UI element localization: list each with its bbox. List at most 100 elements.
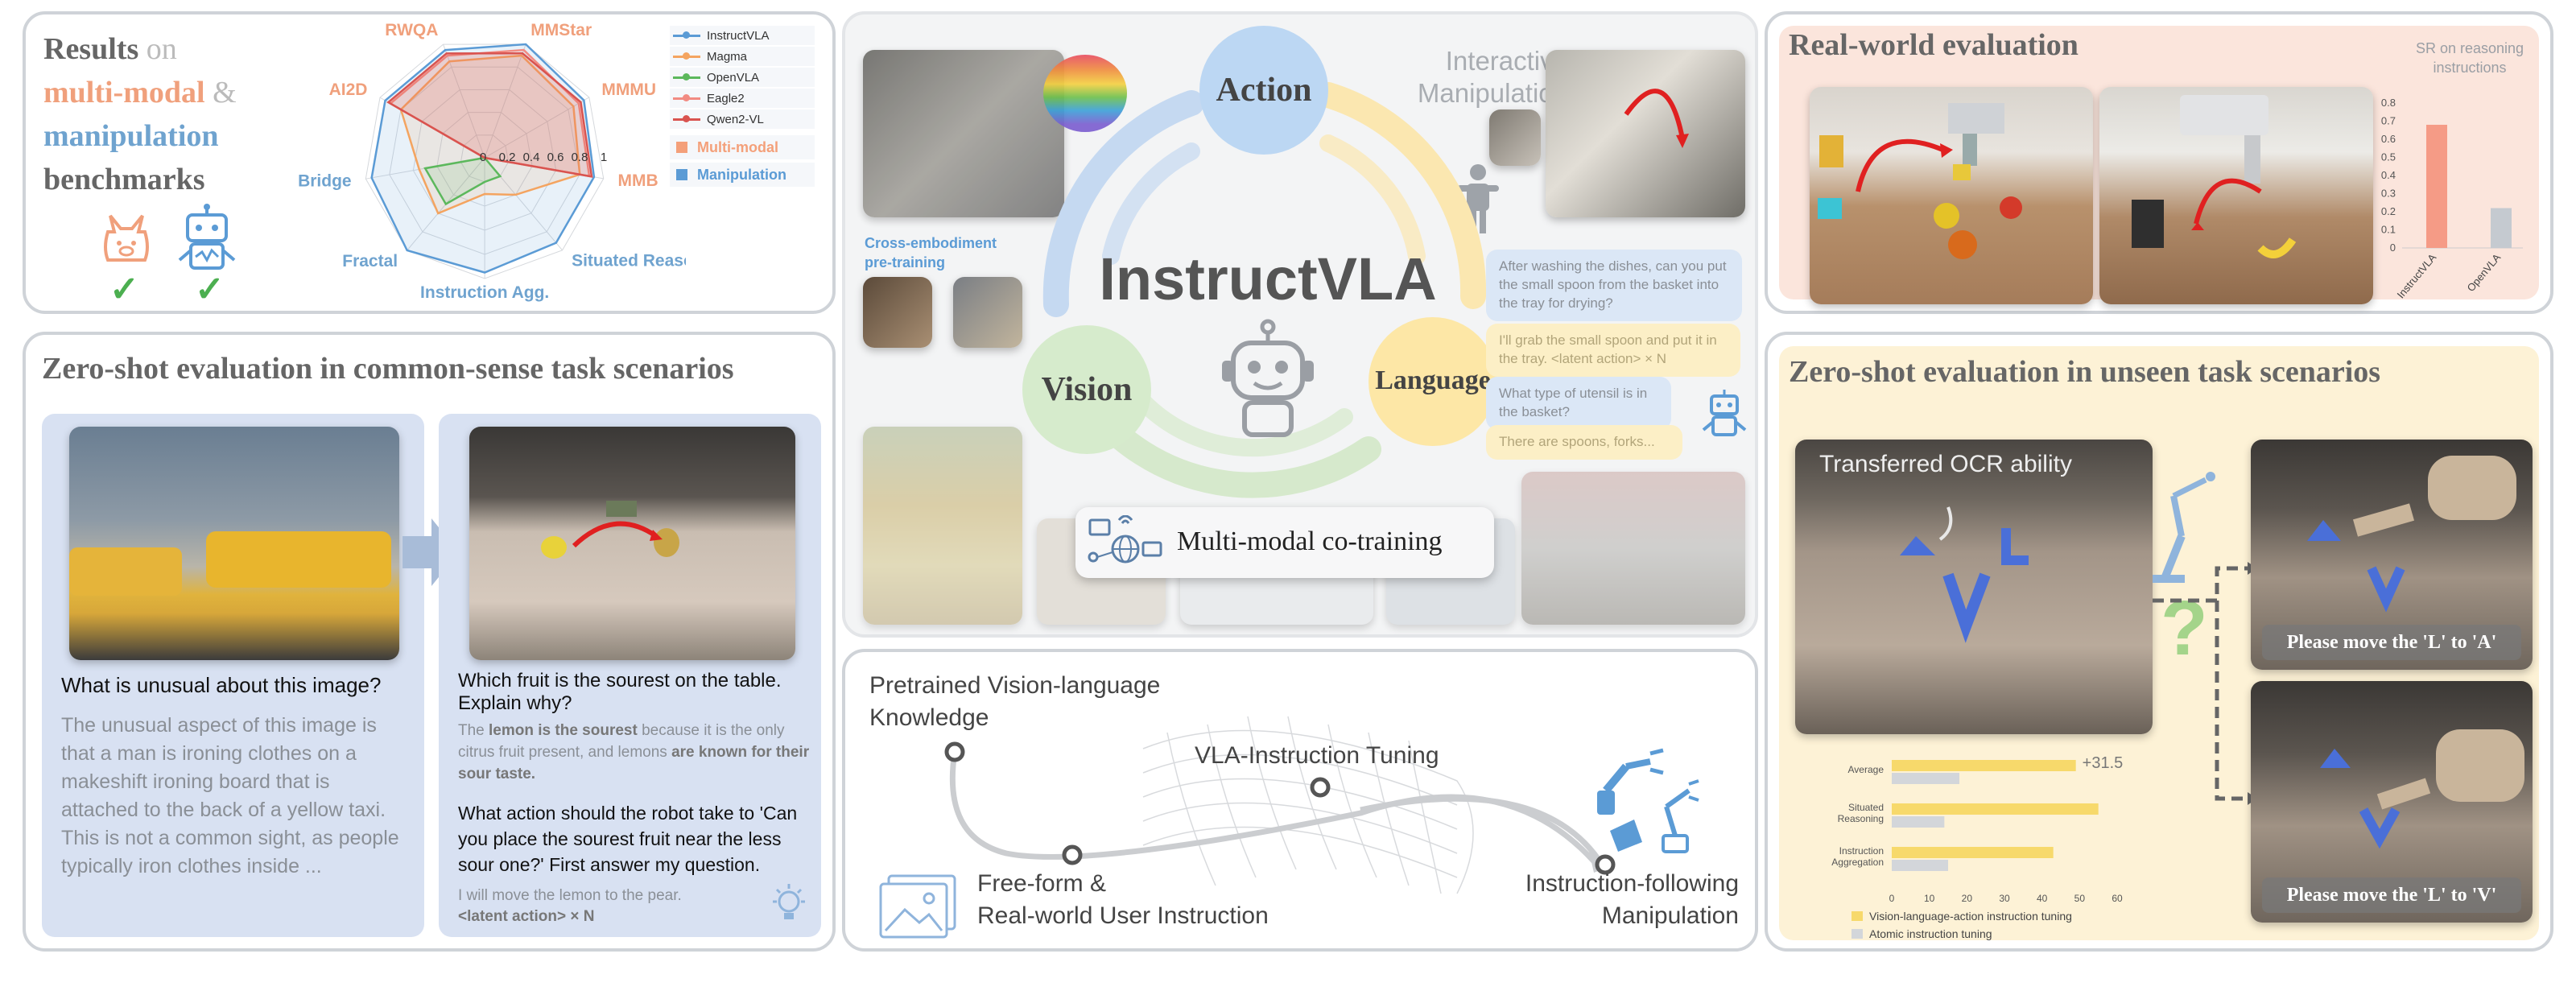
sr-y-tick: 0.4: [2381, 169, 2396, 181]
chat-bubble-user-1: After washing the dishes, can you put th…: [1486, 250, 1742, 321]
earth-globe-icon: [1043, 55, 1127, 132]
sr-bar: [2426, 125, 2447, 248]
hbar-x-tick: 20: [1962, 893, 1973, 904]
answer-3-latent: <latent action> × N: [458, 908, 595, 925]
sunflowers-image: [863, 427, 1022, 625]
robot-thumb-2: [953, 277, 1022, 348]
radar-axis-label: RWQA: [385, 21, 438, 39]
realworld-panel: Real-world evaluation SR on reasoning in…: [1765, 11, 2553, 314]
hbar-x-tick: 10: [1924, 893, 1935, 904]
pipeline-diagram: [944, 716, 1616, 894]
small-robot-icon: [1702, 390, 1747, 436]
results-panel: Results on multi-modal & manipulation be…: [23, 11, 836, 314]
radar-tick: 1: [601, 151, 607, 164]
hbar-category-label: Average: [1848, 764, 1885, 775]
legend-group: Manipulation: [670, 163, 815, 187]
chat-bubble-user-2: What type of utensil is in the basket?: [1486, 377, 1671, 430]
answer-2-bold: lemon is the sourest: [489, 722, 638, 739]
sr-y-tick: 0.1: [2381, 224, 2396, 236]
radar-tick: 0.6: [547, 151, 564, 164]
question-3: What action should the robot take to 'Ca…: [458, 803, 798, 875]
sr-y-tick: 0.3: [2381, 188, 2396, 200]
legend-label: InstructVLA: [707, 28, 770, 43]
radar-axis-label: Instruction Agg.: [420, 283, 549, 302]
hbar-x-tick: 0: [1889, 893, 1895, 904]
hbar-delta-label: +31.5: [2083, 754, 2124, 772]
hbar-category-label: Situated: [1848, 802, 1884, 813]
cotraining-label: Multi-modal co-training: [1177, 526, 1443, 556]
hbar-bar: [1892, 847, 2054, 858]
question-1: What is unusual about this image?: [61, 673, 382, 697]
results-on: on: [146, 32, 177, 66]
hbar-legend-label: Atomic instruction tuning: [1869, 927, 1992, 940]
center-panel: Cross-embodiment pre-training Interactiv…: [842, 11, 1758, 638]
radar-series-magma: [399, 54, 581, 215]
kitchen-image: [1546, 50, 1745, 217]
radar-tick: 0.8: [572, 151, 588, 164]
robot-arm-icon: [1597, 748, 1699, 853]
action-label: Action: [1216, 72, 1312, 109]
answer-2-text: because it is the only citrus fruit pres…: [458, 722, 785, 761]
legend-label: Eagle2: [707, 91, 745, 105]
hbar-x-tick: 40: [2037, 893, 2048, 904]
radar-axis-label: MMStar: [530, 21, 592, 39]
legend-item: Eagle2: [670, 89, 815, 108]
street-image: [1521, 472, 1745, 625]
center-title: InstructVLA: [1099, 246, 1437, 312]
robot-icon: [178, 204, 236, 270]
sr-y-tick: 0.6: [2381, 133, 2396, 145]
answer-1: The unusual aspect of this image is that…: [61, 714, 399, 877]
lightbulb-icon: [773, 884, 805, 919]
legend-item: Qwen2-VL: [670, 109, 815, 129]
hbar-x-tick: 50: [2074, 893, 2086, 904]
sr-y-tick: 0.2: [2381, 205, 2396, 217]
radar-axis-label: Fractal: [342, 252, 398, 270]
results-amp: &: [213, 76, 237, 109]
robot-table-image-1: [1810, 87, 2093, 304]
sr-y-tick: 0.5: [2381, 151, 2396, 163]
sr-x-label: OpenVLA: [2465, 251, 2504, 294]
hbar-x-tick: 30: [1999, 893, 2010, 904]
hbar-legend-swatch: [1852, 911, 1863, 921]
fruit-card: Which fruit is the sourest on the table.…: [439, 414, 821, 937]
robot-table-image-2: [2099, 87, 2373, 304]
hbar-category-label: Reasoning: [1838, 813, 1884, 824]
common-sense-panel: Zero-shot evaluation in common-sense tas…: [23, 332, 836, 952]
results-title: Results: [43, 32, 139, 66]
sr-x-label: InstructVLA: [2395, 251, 2439, 300]
small-thumb: [1489, 109, 1541, 166]
robot-grid-image: [863, 50, 1064, 217]
robot-head-icon: [1222, 319, 1314, 437]
pipeline-panel: Pretrained Vision-language Knowledge VLA…: [842, 649, 1758, 952]
results-multimodal: multi-modal: [43, 76, 205, 109]
caption-2: Please move the 'L' to 'V': [2262, 877, 2521, 913]
cross-embodiment-label: Cross-embodiment pre-training: [865, 235, 997, 270]
radar-axis-label: MMMU: [601, 81, 656, 99]
answer-2-text: The: [458, 722, 489, 739]
robot-arm-icon: [2153, 472, 2215, 583]
chat-bubble-robot-1: I'll grab the small spoon and put it in …: [1486, 324, 1740, 377]
legend-label: OpenVLA: [707, 70, 760, 85]
fruit-table-image: [469, 427, 795, 660]
taxi-image: [69, 427, 399, 660]
legend-group-label: Manipulation: [697, 166, 786, 183]
legend-item: InstructVLA: [670, 26, 815, 45]
legend-group-label: Multi-modal: [697, 138, 778, 155]
hbar-bar: [1892, 860, 1948, 871]
realworld-title: Real-world evaluation: [1789, 28, 2079, 62]
radar-tick: 0.4: [523, 151, 540, 164]
tuning-label: VLA-Instruction Tuning: [1195, 742, 1439, 769]
following-label: Instruction-following Manipulation: [1525, 870, 1739, 929]
legend-group: Multi-modal: [670, 135, 815, 159]
radar-series-qwen2-vl: [386, 52, 593, 178]
legend-label: Magma: [707, 49, 748, 64]
answer-3: I will move the lemon to the pear.: [458, 887, 682, 904]
unseen-panel: Zero-shot evaluation in unseen task scen…: [1765, 332, 2553, 952]
robot-letters-image-2: Please move the 'L' to 'V': [2251, 681, 2533, 923]
ocr-label: Transferred OCR ability: [1819, 451, 2072, 477]
question-2: Which fruit is the sourest on the table.…: [458, 670, 782, 714]
